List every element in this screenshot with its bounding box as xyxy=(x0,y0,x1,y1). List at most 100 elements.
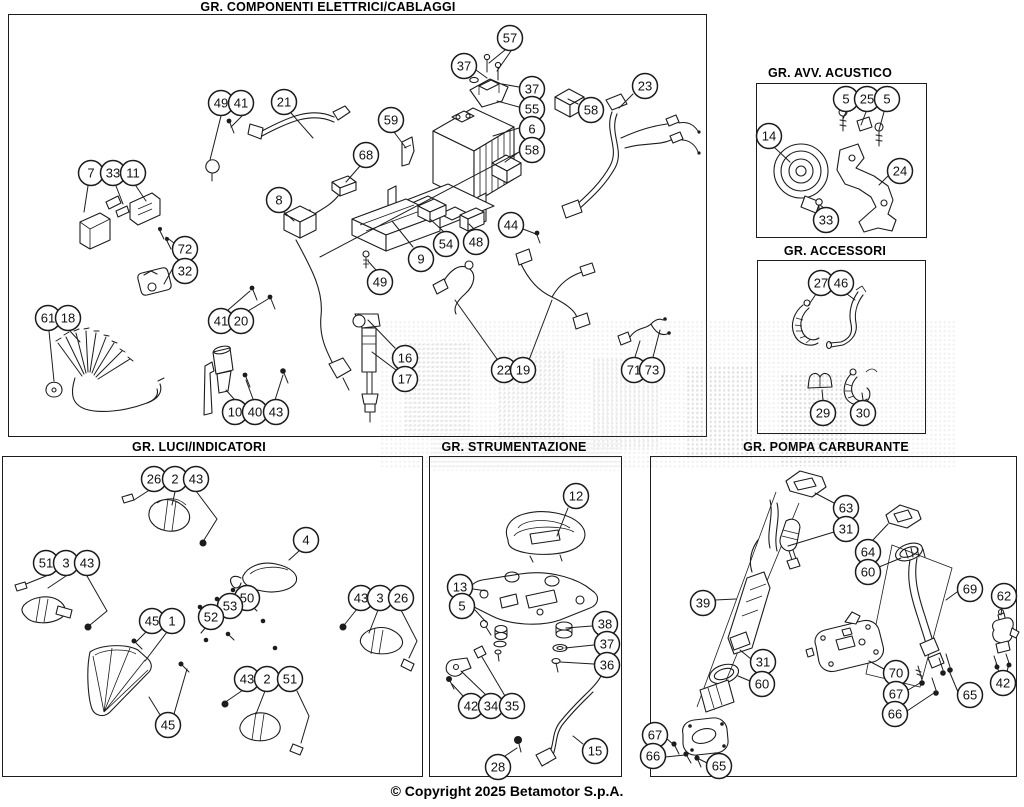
svg-text:17: 17 xyxy=(398,372,412,387)
hook-30-illustration xyxy=(843,368,878,406)
panel-pompa-box xyxy=(650,456,1017,777)
callout-elettrici-21: 21 xyxy=(270,88,298,116)
svg-text:44: 44 xyxy=(504,218,518,233)
svg-text:64: 64 xyxy=(861,545,875,560)
clamp-49-illustration xyxy=(205,118,235,182)
svg-text:2: 2 xyxy=(171,472,178,487)
callout-accessori-46: 46 xyxy=(827,269,855,297)
callout-elettrici-37: 37 xyxy=(450,52,478,80)
instrument-cluster-illustration xyxy=(505,511,586,563)
callout-pompa-69: 69 xyxy=(956,575,984,603)
callout-accessori-27: 27 xyxy=(807,269,835,297)
callout-pompa-65: 65 xyxy=(705,752,733,780)
panel-elettrici-box xyxy=(8,14,707,437)
callout-strumentazione-28: 28 xyxy=(484,753,512,781)
svg-text:28: 28 xyxy=(491,760,505,775)
callout-strumentazione-15: 15 xyxy=(581,737,609,765)
callout-luci-3: 3 xyxy=(52,549,80,577)
svg-text:37: 37 xyxy=(525,82,539,97)
callout-accessori-29: 29 xyxy=(809,399,837,427)
svg-text:63: 63 xyxy=(839,501,853,516)
hook-46-illustration xyxy=(825,285,867,350)
callout-elettrici-58: 58 xyxy=(518,136,546,164)
callout-avv-acustico-24: 24 xyxy=(886,157,914,185)
turn-signal-right-illustration xyxy=(339,623,415,672)
svg-text:22: 22 xyxy=(497,363,511,378)
callout-luci-45: 45 xyxy=(154,711,182,739)
callout-pompa-31: 31 xyxy=(832,515,860,543)
flange-70-illustration xyxy=(805,611,885,673)
svg-text:1: 1 xyxy=(168,614,175,629)
callout-elettrici-9: 9 xyxy=(407,245,435,273)
starter-relay-illustration xyxy=(203,345,289,416)
svg-text:30: 30 xyxy=(856,406,870,421)
callout-elettrici-43: 43 xyxy=(262,398,290,426)
svg-text:10: 10 xyxy=(228,405,242,420)
callout-elettrici-18: 18 xyxy=(54,304,82,332)
callout-elettrici-44: 44 xyxy=(497,211,525,239)
svg-text:61: 61 xyxy=(41,311,55,326)
callout-pompa-60: 60 xyxy=(854,558,882,586)
turn-signal-top-illustration xyxy=(121,493,207,547)
callout-luci-43: 43 xyxy=(73,549,101,577)
callout-pompa-39: 39 xyxy=(689,589,717,617)
callout-elettrici-48: 48 xyxy=(462,228,490,256)
horn-illustration xyxy=(773,143,829,214)
panel-accessori-title: GR. ACCESSORI xyxy=(783,244,887,258)
callout-elettrici-71: 71 xyxy=(620,356,648,384)
svg-text:65: 65 xyxy=(963,688,977,703)
cluster-mount-hardware-illustration xyxy=(479,619,573,673)
panel-avv-acustico-box xyxy=(756,83,927,238)
callout-luci-51: 51 xyxy=(32,549,60,577)
callout-avv-acustico-33: 33 xyxy=(812,206,840,234)
callout-strumentazione-34: 34 xyxy=(477,692,505,720)
callout-elettrici-23: 23 xyxy=(631,72,659,100)
turn-signal-left-illustration xyxy=(14,581,92,631)
callout-elettrici-10: 10 xyxy=(221,398,249,426)
svg-text:67: 67 xyxy=(648,728,662,743)
svg-text:24: 24 xyxy=(893,164,907,179)
leader-lines-pompa xyxy=(664,492,1010,764)
callout-elettrici-72: 72 xyxy=(171,235,199,263)
relay-illustrations xyxy=(491,88,585,184)
pump-tubes-69-illustration xyxy=(865,544,953,688)
svg-text:5: 5 xyxy=(458,599,465,614)
callout-strumentazione-42: 42 xyxy=(457,692,485,720)
callout-strumentazione-5: 5 xyxy=(448,592,476,620)
callout-pompa-67: 67 xyxy=(641,721,669,749)
svg-text:7: 7 xyxy=(87,166,94,181)
clamp-34-illustration xyxy=(445,645,487,690)
panel-strumentazione-title: GR. STRUMENTAZIONE xyxy=(441,440,587,454)
svg-text:70: 70 xyxy=(889,666,903,681)
callout-elettrici-33: 33 xyxy=(99,159,127,187)
cable-21-illustration xyxy=(247,105,351,140)
clip-29-illustration xyxy=(807,372,833,389)
svg-text:14: 14 xyxy=(762,129,776,144)
svg-text:27: 27 xyxy=(814,276,828,291)
callout-pompa-31: 31 xyxy=(749,648,777,676)
svg-text:72: 72 xyxy=(178,242,192,257)
callout-elettrici-58: 58 xyxy=(577,96,605,124)
callout-pompa-65: 65 xyxy=(956,681,984,709)
svg-text:23: 23 xyxy=(638,79,652,94)
svg-text:45: 45 xyxy=(161,718,175,733)
svg-text:52: 52 xyxy=(204,610,218,625)
svg-text:33: 33 xyxy=(819,213,833,228)
panel-elettrici-title: GR. COMPONENTI ELETTRICI/CABLAGGI xyxy=(200,0,456,14)
svg-text:66: 66 xyxy=(646,749,660,764)
callout-luci-1: 1 xyxy=(158,607,186,635)
relay-7-33-11-illustration xyxy=(79,192,172,250)
svg-text:37: 37 xyxy=(600,637,614,652)
svg-text:59: 59 xyxy=(384,113,398,128)
svg-text:32: 32 xyxy=(178,264,192,279)
callout-pompa-64: 64 xyxy=(854,538,882,566)
svg-text:60: 60 xyxy=(861,565,875,580)
callout-pompa-66: 66 xyxy=(639,742,667,770)
callout-avv-acustico-14: 14 xyxy=(755,122,783,150)
harness-23-illustration xyxy=(561,93,701,219)
callout-luci-4: 4 xyxy=(292,526,320,554)
callout-strumentazione-36: 36 xyxy=(593,651,621,679)
svg-text:43: 43 xyxy=(240,672,254,687)
svg-text:62: 62 xyxy=(997,589,1011,604)
